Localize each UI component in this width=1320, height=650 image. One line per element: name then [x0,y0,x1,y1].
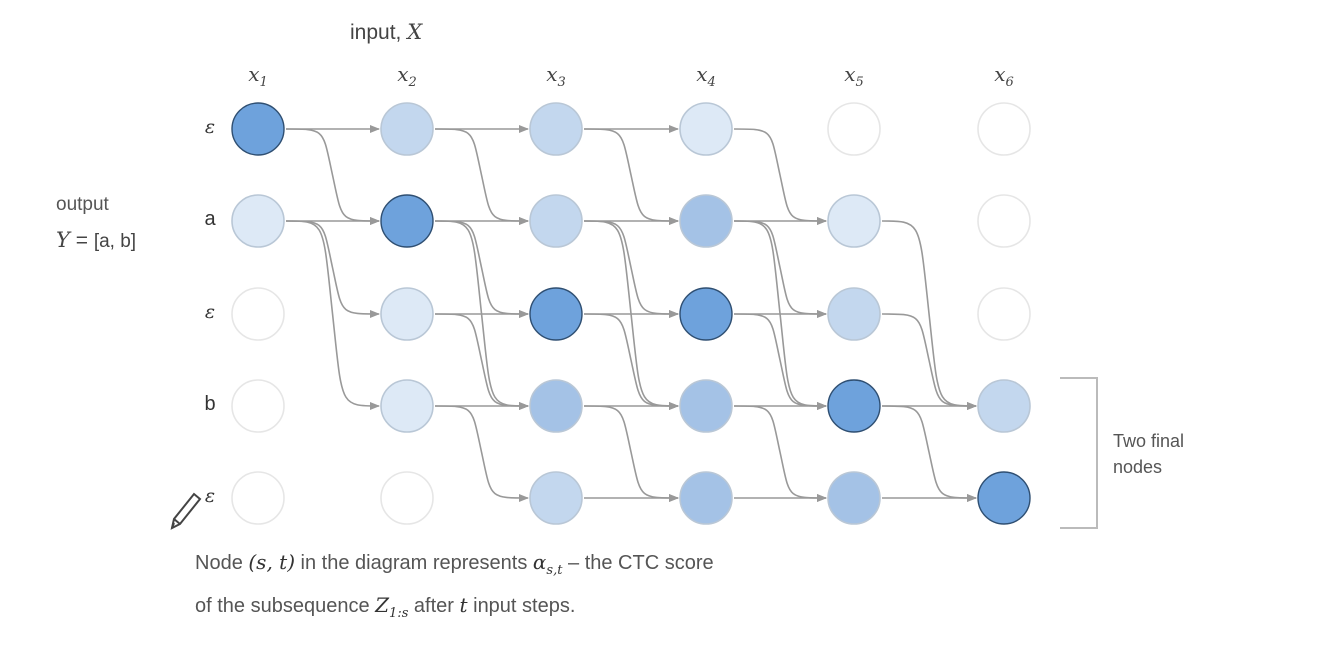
transition-arrow [285,128,380,225]
lattice-node [231,194,285,248]
lattice-node [231,102,285,156]
lattice-node [679,379,733,433]
lattice-node [827,287,881,341]
transition-arrow [733,128,827,225]
lattice-node [827,102,881,156]
input-variable: X [407,20,423,44]
lattice-node [679,287,733,341]
row-label: a [204,208,216,230]
caption-math: Z [375,593,390,617]
lattice-node [977,471,1031,525]
caption-math: (s, t) [248,550,295,574]
caption-math-sub: 1:s [389,606,409,621]
transition-arrow [583,405,679,502]
lattice-node [977,102,1031,156]
caption-text: input steps. [467,595,576,617]
lattice-node [231,287,285,341]
row-label: ε [204,485,216,507]
caption-line-1: Node (s, t) in the diagram represents αs… [195,545,714,588]
transition-arrow [881,220,977,410]
column-label-x4: x4 [696,62,716,90]
caption-line-2: of the subsequence Z1:s after t input st… [195,588,714,631]
input-label-text: input, [350,21,408,44]
lattice-node [529,287,583,341]
lattice-node [679,194,733,248]
caption-math: t [459,593,468,617]
lattice-node [380,102,434,156]
output-label: output [56,194,109,215]
caption-text: in the diagram represents [295,552,533,574]
output-equation: Y = [a, b] [56,228,136,253]
output-value: [a, b] [93,231,137,252]
lattice-node [679,102,733,156]
lattice-node [380,287,434,341]
transition-arrow [434,313,529,410]
input-axis-label: input, X [350,20,422,45]
final-note-line1: Two final [1113,431,1185,451]
output-variable: Y [56,228,70,252]
transition-arrow [733,220,827,318]
lattice-nodes [231,102,1031,525]
transition-arrow [733,405,827,502]
column-label-x3: x3 [546,62,566,90]
lattice-node [231,379,285,433]
final-nodes-bracket [1060,377,1098,529]
lattice-node [529,194,583,248]
caption-text: – the CTC score [562,552,714,574]
caption-math: α [532,550,547,574]
transition-arrow [881,313,977,410]
transition-arrow [285,220,380,318]
column-label-x5: x5 [844,62,864,90]
lattice-node [529,102,583,156]
lattice-node [380,379,434,433]
transition-arrow [583,128,679,225]
lattice-node [827,471,881,525]
transition-arrow [733,313,827,410]
lattice-node [529,379,583,433]
lattice-node [380,194,434,248]
transition-arrow [434,405,529,502]
column-label-x2: x2 [397,62,417,90]
transition-arrow [881,405,977,502]
lattice-node [231,471,285,525]
pencil-icon [170,492,202,530]
output-equals: = [69,229,94,252]
column-label-x6: x6 [994,62,1014,90]
lattice-node [977,194,1031,248]
transition-arrow [434,220,529,318]
column-label-x1: x1 [248,62,268,90]
caption-text: Node [195,552,249,574]
lattice-node [827,194,881,248]
transition-arrow [434,128,529,225]
lattice-edges [285,125,977,502]
caption-text: of the subsequence [195,595,376,617]
lattice-node [380,471,434,525]
caption: Node (s, t) in the diagram represents αs… [195,545,714,631]
lattice-node [827,379,881,433]
lattice-node [977,379,1031,433]
caption-math-sub: s,t [546,563,563,578]
lattice-node [977,287,1031,341]
caption-text: after [408,595,460,617]
transition-arrow [583,220,679,318]
lattice-node [679,471,733,525]
row-label: ε [204,116,216,138]
lattice-node [529,471,583,525]
final-nodes-note: Two final nodes [1113,428,1184,480]
row-label: b [204,393,216,415]
row-label: ε [204,301,216,323]
transition-arrow [583,313,679,410]
transition-arrow [285,220,380,410]
final-note-line2: nodes [1113,457,1163,477]
